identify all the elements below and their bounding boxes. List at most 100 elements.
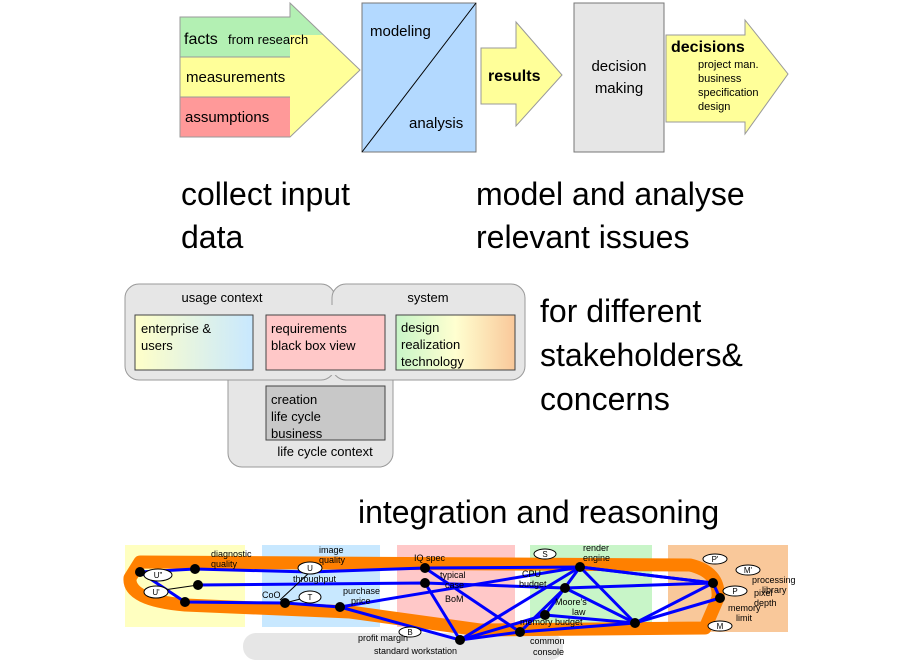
oval-u: U <box>297 561 323 575</box>
render-engine-label: engine <box>583 553 610 563</box>
design-box <box>395 314 516 371</box>
graph-nodes <box>135 562 725 645</box>
connections <box>139 565 722 642</box>
oval-s: S <box>533 548 557 560</box>
node <box>420 563 430 573</box>
technology-label: technology <box>401 354 464 369</box>
diagnostic-label: diagnostic <box>211 549 252 559</box>
decision-item: specification <box>698 87 759 99</box>
facts-label: facts <box>184 31 218 48</box>
measurements-label: measurements <box>186 69 285 86</box>
assumptions-band <box>180 97 290 137</box>
model-box: modeling analysis <box>361 2 477 153</box>
graph-labels: diagnostic quality image quality IQ spec… <box>211 543 796 657</box>
processing-label: processing <box>752 575 796 585</box>
throughput-label: throughput <box>293 574 337 584</box>
image-label: image <box>319 545 344 555</box>
node <box>335 602 345 612</box>
node <box>630 618 640 628</box>
standard-workstation-label: standard workstation <box>374 646 457 656</box>
results-arrow: results <box>480 20 563 128</box>
assumptions-label: assumptions <box>185 109 269 126</box>
node <box>715 593 725 603</box>
oval-p1: P' <box>702 553 728 565</box>
memory-limit-label: limit <box>736 613 752 623</box>
decision-label: decision <box>591 58 646 75</box>
memory-label: memory <box>728 603 761 613</box>
common-console-label: console <box>533 647 564 657</box>
making-label: making <box>595 80 643 97</box>
caption-collect: data <box>181 219 243 255</box>
users-label: users <box>141 338 173 353</box>
decision-item: business <box>698 73 742 85</box>
decision-box: decision making <box>573 2 665 153</box>
oval-u2: U" <box>143 568 173 582</box>
cpu-label: CPU <box>522 569 541 579</box>
oval-t: T <box>298 590 322 604</box>
input-arrow: facts from research measurements assumpt… <box>179 1 361 138</box>
decision-item: project man. <box>698 59 759 71</box>
oval-u1: U' <box>143 585 169 599</box>
thread-outline <box>123 555 725 637</box>
enterprise-box <box>134 314 254 371</box>
purchase-price-label: price <box>351 596 371 606</box>
svg-text:U': U' <box>152 588 160 597</box>
reasoning-graph: U" U' U T S P' M' P M B diagnostic quali… <box>123 543 796 660</box>
oval-m1: M' <box>735 564 761 576</box>
node <box>180 597 190 607</box>
node <box>190 564 200 574</box>
svg-text:M': M' <box>744 566 753 575</box>
library-label: library <box>762 585 787 595</box>
decisions-label: decisions <box>671 39 745 56</box>
node <box>515 627 525 637</box>
svg-text:P: P <box>732 587 737 596</box>
creation-label: creation <box>271 392 317 407</box>
caption-stakeholders: stakeholders& <box>540 337 743 373</box>
moores-law-label: law <box>572 607 586 617</box>
depth-label: depth <box>754 598 777 608</box>
decision-item: design <box>698 101 730 113</box>
caption-stakeholders: concerns <box>540 381 670 417</box>
measurements-band <box>180 57 290 97</box>
svg-text:T: T <box>308 593 313 602</box>
system-title: system <box>407 290 448 305</box>
node <box>575 562 585 572</box>
render-label: render <box>583 543 609 553</box>
node <box>135 567 145 577</box>
bom-label: BoM <box>445 594 464 604</box>
caption-model: model and analyse <box>476 176 745 212</box>
band-lifecycle <box>243 633 563 660</box>
svg-text:U": U" <box>154 571 163 580</box>
caption-collect: collect input <box>181 176 350 212</box>
svg-text:B: B <box>407 628 412 637</box>
caption-integration: integration and reasoning <box>358 494 719 530</box>
typical-label: typical <box>440 570 466 580</box>
life-cycle-label: life cycle <box>271 409 321 424</box>
oval-m: M <box>707 620 733 632</box>
svg-text:U: U <box>307 564 313 573</box>
node <box>420 578 430 588</box>
requirements-box <box>265 314 386 371</box>
node <box>540 610 550 620</box>
black-box-label: black box view <box>271 338 356 353</box>
oval-b: B <box>398 626 422 638</box>
svg-text:S: S <box>542 550 547 559</box>
oval-p: P <box>722 585 748 597</box>
node <box>193 580 203 590</box>
svg-text:P': P' <box>712 555 719 564</box>
image-quality-label: quality <box>319 555 346 565</box>
requirements-label: requirements <box>271 321 347 336</box>
node <box>280 598 290 608</box>
decisions-arrow: decisions project man. business specific… <box>665 18 789 136</box>
typical-case-label: case <box>445 580 464 590</box>
common-label: common <box>530 636 565 646</box>
usage-context-title: usage context <box>182 290 263 305</box>
modeling-label: modeling <box>370 23 431 40</box>
moores-label: Moore's <box>555 597 587 607</box>
results-label: results <box>488 68 541 85</box>
facts-from-research-label: from research <box>228 32 308 47</box>
context-diagram: usage context system life cycle context … <box>124 283 526 468</box>
creation-box <box>265 385 386 441</box>
memory-budget-label: memory budget <box>520 617 583 627</box>
